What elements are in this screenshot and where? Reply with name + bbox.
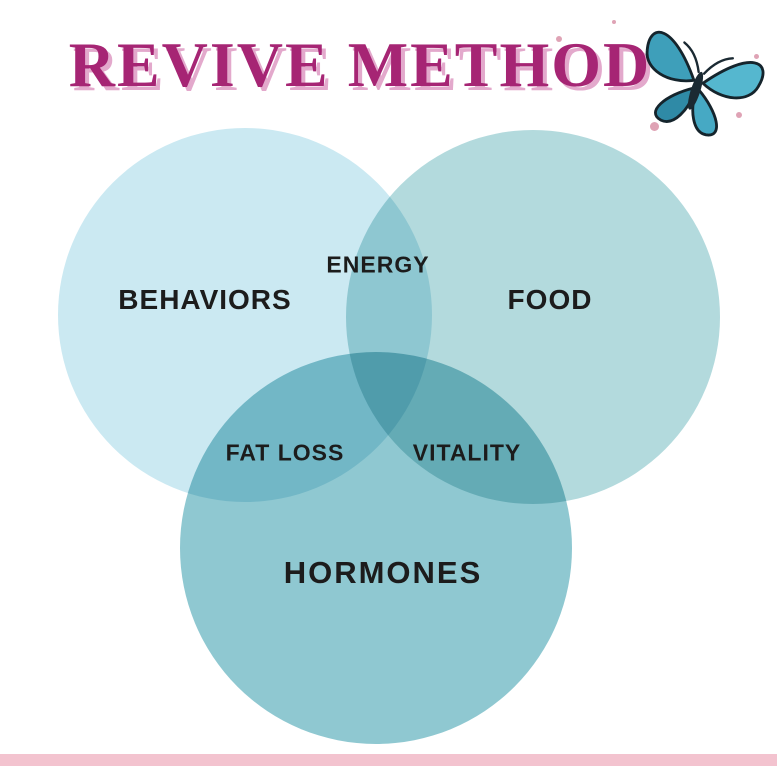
sparkle-dot	[754, 54, 759, 59]
footer-accent-bar	[0, 754, 777, 766]
label-food: FOOD	[507, 284, 593, 315]
page-title: REVIVE METHOD	[68, 29, 652, 100]
label-behaviors: BEHAVIORS	[118, 284, 292, 315]
label-vitality: VITALITY	[412, 439, 522, 466]
sparkle-dot	[556, 36, 562, 42]
circle-hormones	[180, 352, 572, 744]
butterfly-icon	[645, 31, 765, 137]
sparkle-dot	[650, 122, 659, 131]
label-energy: ENERGY	[326, 251, 430, 278]
sparkle-dot	[612, 20, 616, 24]
sparkle-dot	[736, 112, 742, 118]
label-fat-loss: FAT LOSS	[225, 439, 345, 466]
label-hormones: HORMONES	[283, 555, 483, 590]
